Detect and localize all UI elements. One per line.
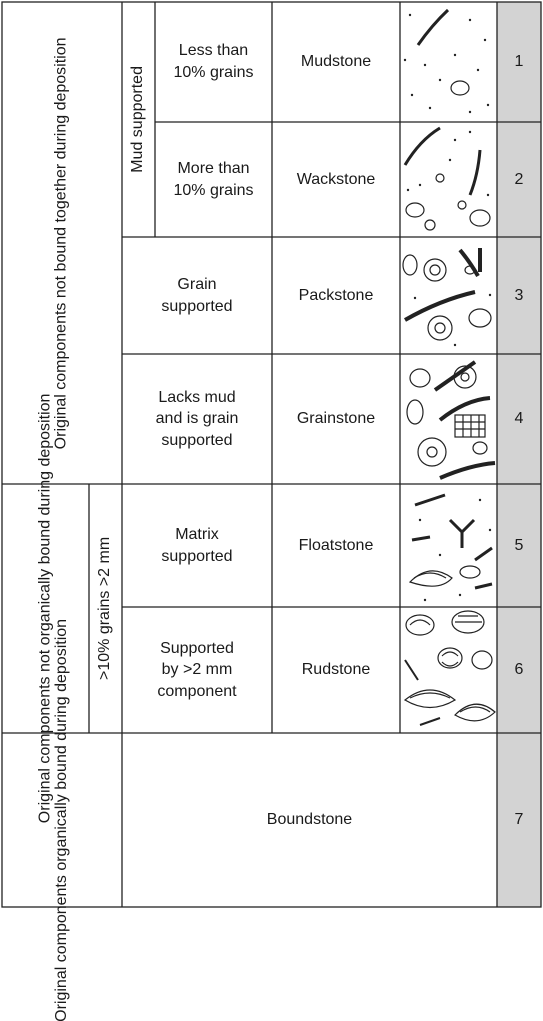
rock-name-wackstone: Wackstone [296,170,376,188]
row-number-3: 3 [514,286,524,304]
packstone-texture-icon [402,248,492,347]
criterion-row-1: Less than 10% grains [173,42,254,81]
group-label-not-bound: Original components not bound together d… [52,37,70,449]
criterion-row-3: Grain supported [161,275,233,315]
rock-name-rudstone: Rudstone [301,661,371,679]
group-label-not-organic: Original components not organically boun… [36,393,54,824]
row-number-2: 2 [514,170,524,188]
criterion-row-5: Matrix supported [161,525,233,565]
wackstone-texture-icon [403,126,491,231]
classification-grid [1,1,542,908]
group-label-organic: Original components organically bound du… [52,618,70,1021]
mudstone-texture-icon [403,8,490,114]
subgroup-label-grains-gt2mm: >10% grains >2 mm [96,536,114,681]
rudstone-texture-icon [403,610,496,726]
rock-name-boundstone: Boundstone [266,811,353,829]
row-number-7: 7 [514,811,524,828]
subgroup-label-mud-supported: Mud supported [129,66,147,173]
number-column-bg [497,2,541,907]
criterion-row-6: Supported by >2 mm component [157,639,237,700]
row-number-6: 6 [514,661,524,678]
rock-name-mudstone: Mudstone [300,53,372,71]
grainstone-texture-icon [406,360,496,480]
floatstone-texture-icon [408,493,493,602]
rock-name-packstone: Packstone [298,286,374,304]
criterion-row-4: Lacks mud and is grain supported [155,388,239,449]
criterion-row-2: More than 10% grains [173,159,254,199]
row-number-1: 1 [514,53,524,70]
row-number-4: 4 [514,410,524,427]
rock-name-grainstone: Grainstone [296,410,376,428]
rock-name-floatstone: Floatstone [298,536,374,554]
row-number-5: 5 [514,536,524,554]
